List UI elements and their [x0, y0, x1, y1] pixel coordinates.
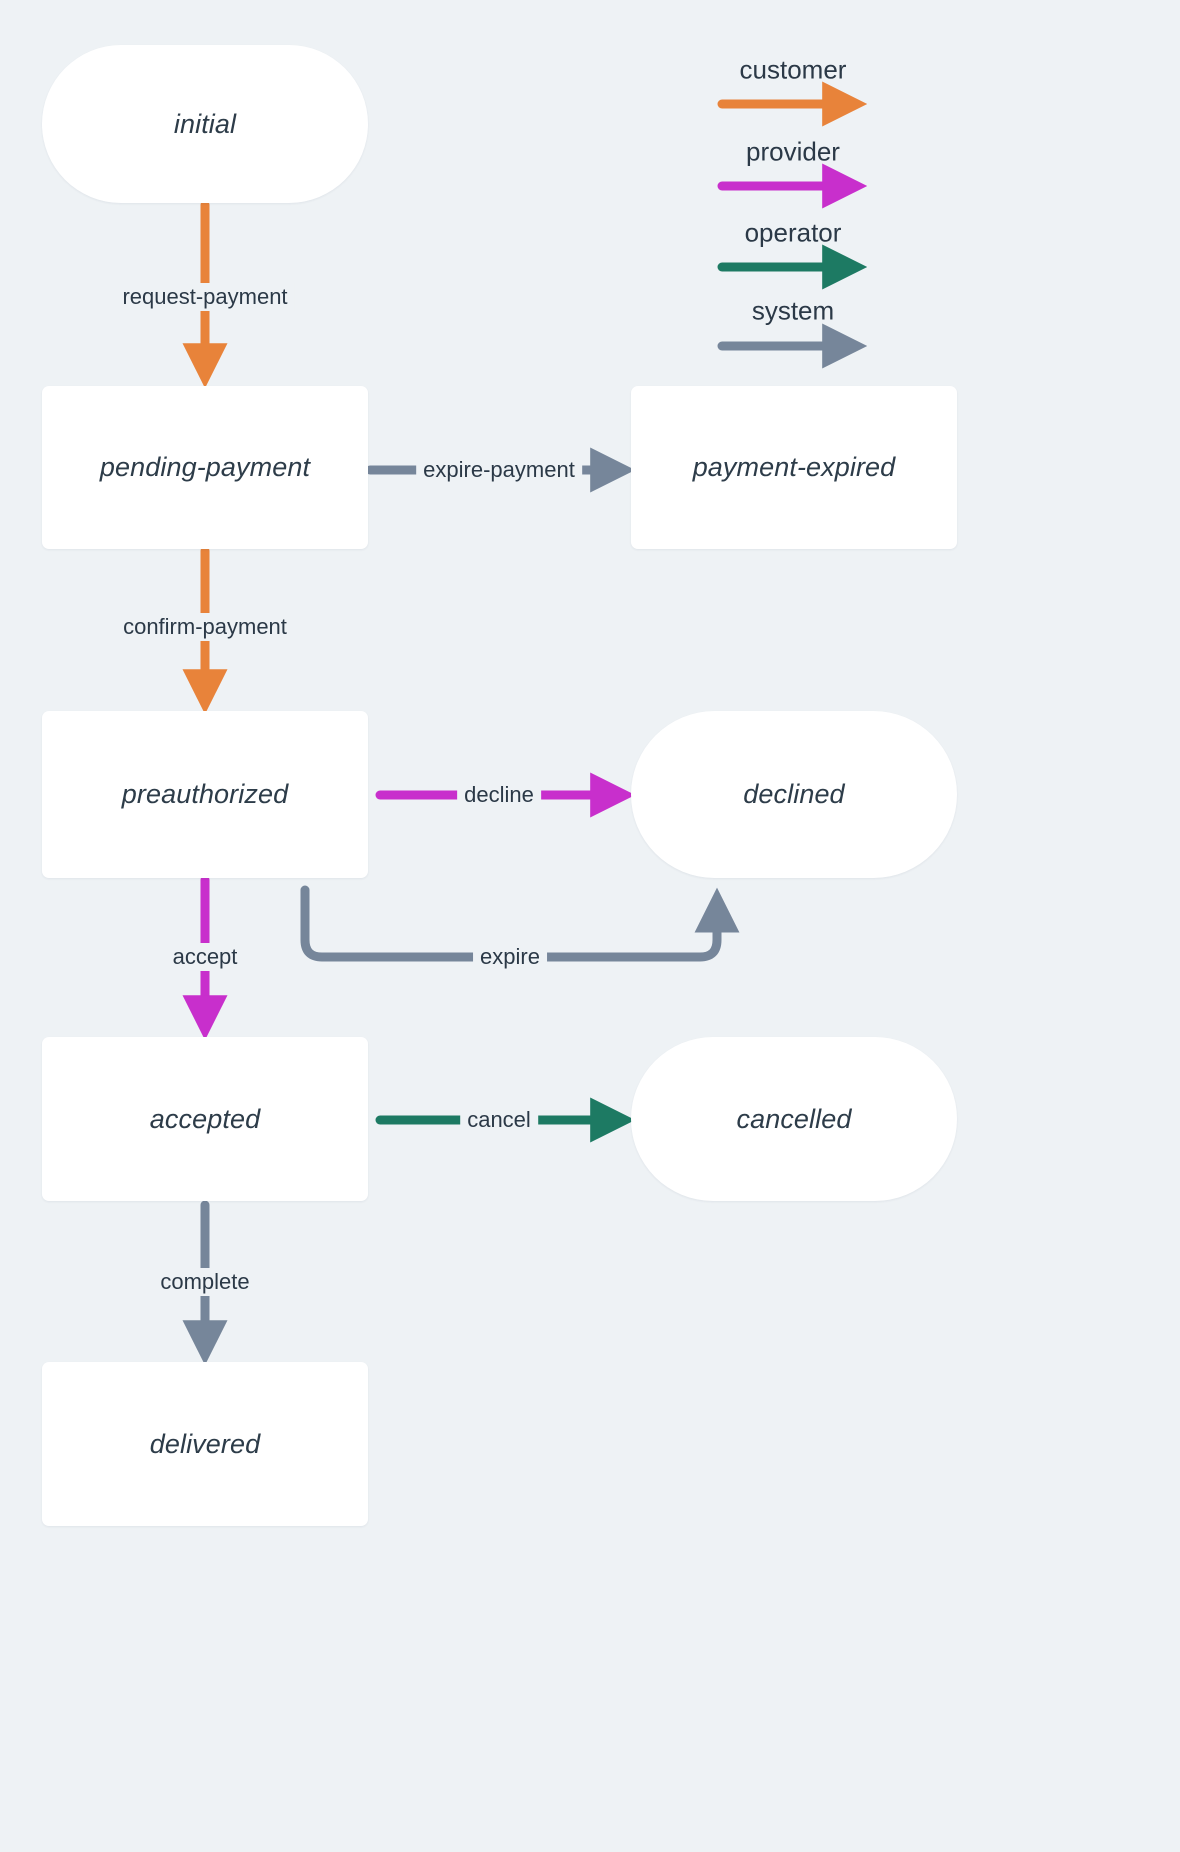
- state-node-pending-payment[interactable]: pending-payment: [42, 386, 368, 549]
- state-node-payment-expired[interactable]: payment-expired: [631, 386, 957, 549]
- state-label: cancelled: [736, 1103, 852, 1134]
- edge-label-expire: expire: [473, 943, 547, 971]
- state-node-cancelled[interactable]: cancelled: [631, 1037, 957, 1201]
- edge-label-expire-payment: expire-payment: [416, 456, 582, 484]
- legend-label-system: system: [751, 295, 835, 326]
- legend-label-customer: customer: [739, 54, 847, 85]
- edge-label-decline: decline: [457, 781, 541, 809]
- edge-label-request-payment: request-payment: [115, 283, 295, 311]
- legend-label-operator: operator: [744, 217, 842, 248]
- state-label: preauthorized: [121, 779, 289, 809]
- state-label: pending-payment: [99, 452, 311, 482]
- edge-label-accept: accept: [165, 943, 245, 971]
- state-label: initial: [173, 108, 237, 139]
- state-node-preauthorized[interactable]: preauthorized: [42, 711, 368, 878]
- state-node-delivered[interactable]: delivered: [42, 1362, 368, 1526]
- state-label: payment-expired: [692, 452, 896, 482]
- edge-label-cancel: cancel: [460, 1106, 538, 1134]
- legend-label-provider: provider: [746, 136, 840, 167]
- edge-label-confirm-payment: confirm-payment: [116, 613, 294, 641]
- state-label: accepted: [149, 1103, 261, 1134]
- state-node-accepted[interactable]: accepted: [42, 1037, 368, 1201]
- state-node-initial[interactable]: initial: [42, 45, 368, 203]
- state-label: declined: [743, 779, 845, 809]
- edge-label-complete: complete: [153, 1268, 257, 1296]
- state-node-declined[interactable]: declined: [631, 711, 957, 878]
- state-label: delivered: [149, 1428, 261, 1459]
